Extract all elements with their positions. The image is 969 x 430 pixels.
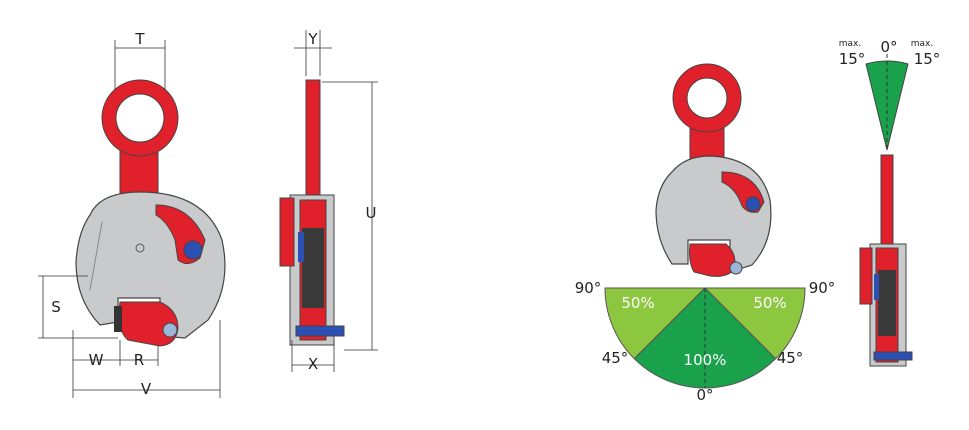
tilt-pin (873, 351, 913, 361)
fan-jaw-pin (729, 261, 743, 275)
lifting-eye-hole (115, 93, 165, 143)
tilt-angle-center: 0° (880, 38, 897, 56)
fan-angle-lower-left: 45° (602, 349, 629, 367)
fan-angle-bottom: 0° (696, 386, 713, 404)
pivot-hole (135, 243, 145, 253)
jaw-pad (114, 306, 122, 332)
dim-y-label: Y (307, 30, 318, 48)
side-lever (279, 197, 295, 267)
fan-angle-lower-right: 45° (777, 349, 804, 367)
tilt-angle-right: 15° (914, 50, 941, 68)
dim-u-label: U (366, 204, 377, 222)
fan-zone-right-label: 50% (753, 294, 786, 312)
tilt-knob (874, 274, 879, 300)
fan-clamp (655, 63, 772, 277)
dim-v-label: V (141, 380, 152, 398)
body-edge-line (89, 221, 103, 291)
dim-w-label: W (89, 351, 104, 369)
front-view: T S W R V (38, 30, 226, 398)
tilt-lever (859, 247, 873, 305)
tilt-spring (878, 270, 896, 336)
dim-t-label: T (134, 30, 145, 48)
side-knob (298, 232, 304, 262)
fan-lever-knob (745, 196, 761, 212)
fan-zone-center-label: 100% (684, 351, 727, 369)
fan-angle-left: 90° (575, 279, 602, 297)
fan-angle-right: 90° (809, 279, 836, 297)
dim-r-label: R (134, 351, 144, 369)
fan-zone-left (604, 287, 707, 360)
side-pin (295, 325, 345, 337)
side-view: Y U X (279, 30, 378, 373)
fan-zone-left-label: 50% (621, 294, 654, 312)
tilt-max-left: max. (839, 39, 861, 49)
tilt-angle-left: 15° (839, 50, 866, 68)
dim-s-label: S (51, 298, 61, 316)
tilt-max-right: max. (911, 39, 933, 49)
fan-jaw-cam (689, 243, 736, 277)
tilt-eye-bar (880, 154, 894, 251)
dim-x-label: X (308, 355, 318, 373)
side-eye-bar (305, 79, 321, 201)
fan-zone-right (703, 287, 806, 360)
eye-neck (119, 149, 159, 199)
load-fan: 50% 50% 100% 90° 90° 45° 45° 0° (575, 279, 836, 404)
lever-knob (183, 240, 203, 260)
side-spring (302, 228, 324, 308)
tilt-side-view: max. max. 15° 15° 0° (839, 38, 941, 367)
jaw-pin (162, 322, 178, 338)
fan-lifting-eye-hole (686, 77, 728, 119)
